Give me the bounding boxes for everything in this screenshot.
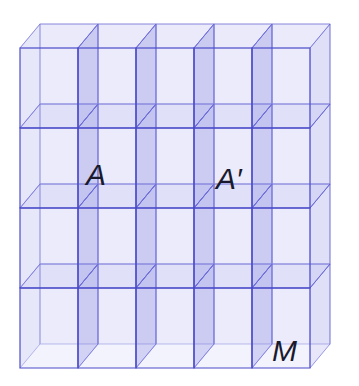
cube-front-face	[252, 48, 310, 128]
cube-front-face	[252, 208, 310, 288]
cell-label: M	[272, 336, 297, 366]
cube-front-face	[252, 288, 310, 368]
cube-front-face	[20, 288, 78, 368]
cube-front-face	[194, 48, 252, 128]
cube-front-face	[78, 48, 136, 128]
cell-label: A′	[216, 164, 242, 194]
cube-front-face	[78, 128, 136, 208]
cube-front-face	[136, 48, 194, 128]
cell-label: A	[86, 160, 106, 190]
cube-front-face	[252, 128, 310, 208]
cube-front-face	[194, 208, 252, 288]
cube-front-face	[78, 208, 136, 288]
cube-grid	[20, 24, 330, 368]
cube-front-face	[136, 128, 194, 208]
cube-side-face	[310, 264, 330, 368]
cube-front-face	[136, 288, 194, 368]
cube-front-face	[78, 288, 136, 368]
cube-front-face	[194, 288, 252, 368]
cube-front-face	[136, 208, 194, 288]
cube-front-face	[20, 48, 78, 128]
cube-front-face	[20, 128, 78, 208]
cube-front-face	[20, 208, 78, 288]
cube-front-face	[194, 128, 252, 208]
